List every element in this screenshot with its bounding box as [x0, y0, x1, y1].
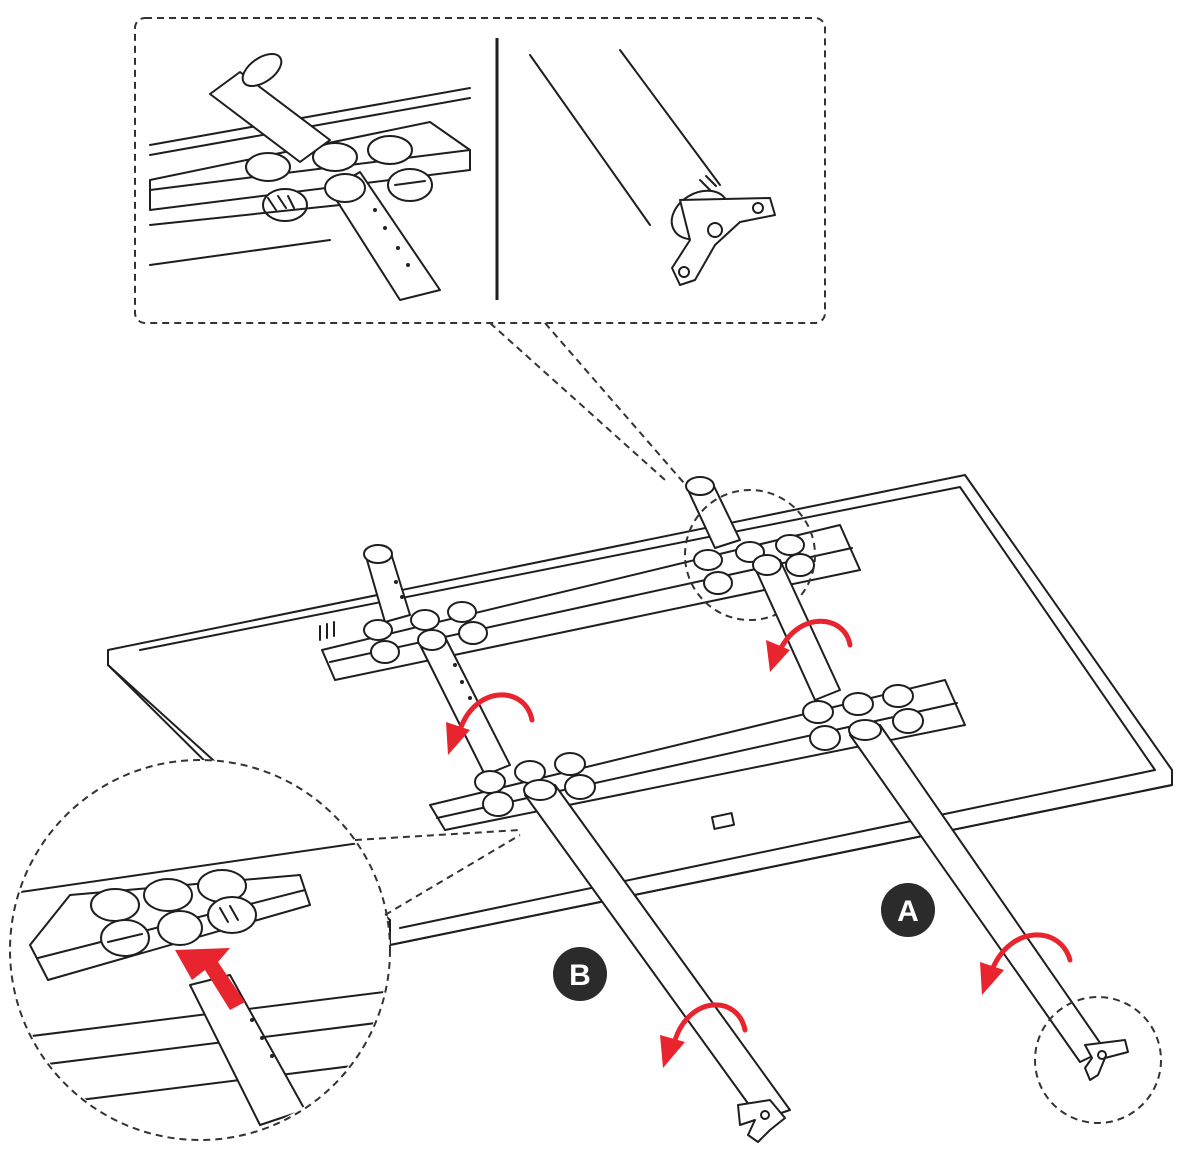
detail-circle-pole-end	[1034, 996, 1162, 1124]
inset-left-bracket	[149, 53, 471, 301]
inset-right-pole-end	[529, 49, 776, 286]
label-b-text: B	[569, 959, 591, 992]
pole-a	[848, 719, 1129, 1081]
top-detail-inset	[134, 17, 826, 324]
rotation-arrow-pole-b	[660, 1002, 748, 1068]
label-badge-a: A	[881, 883, 935, 937]
label-badge-b: B	[553, 947, 607, 1001]
pole-b	[523, 779, 791, 1143]
upper-bracket	[319, 476, 861, 681]
tv-panel	[107, 474, 1173, 946]
rotation-arrow-pole-a	[980, 932, 1073, 995]
lower-detail-inset	[9, 759, 521, 1141]
rotation-arrow-upper-left	[446, 692, 535, 755]
detail-circle-upper	[684, 489, 816, 621]
rotation-arrow-upper-right	[766, 618, 853, 672]
label-a-text: A	[897, 895, 919, 928]
